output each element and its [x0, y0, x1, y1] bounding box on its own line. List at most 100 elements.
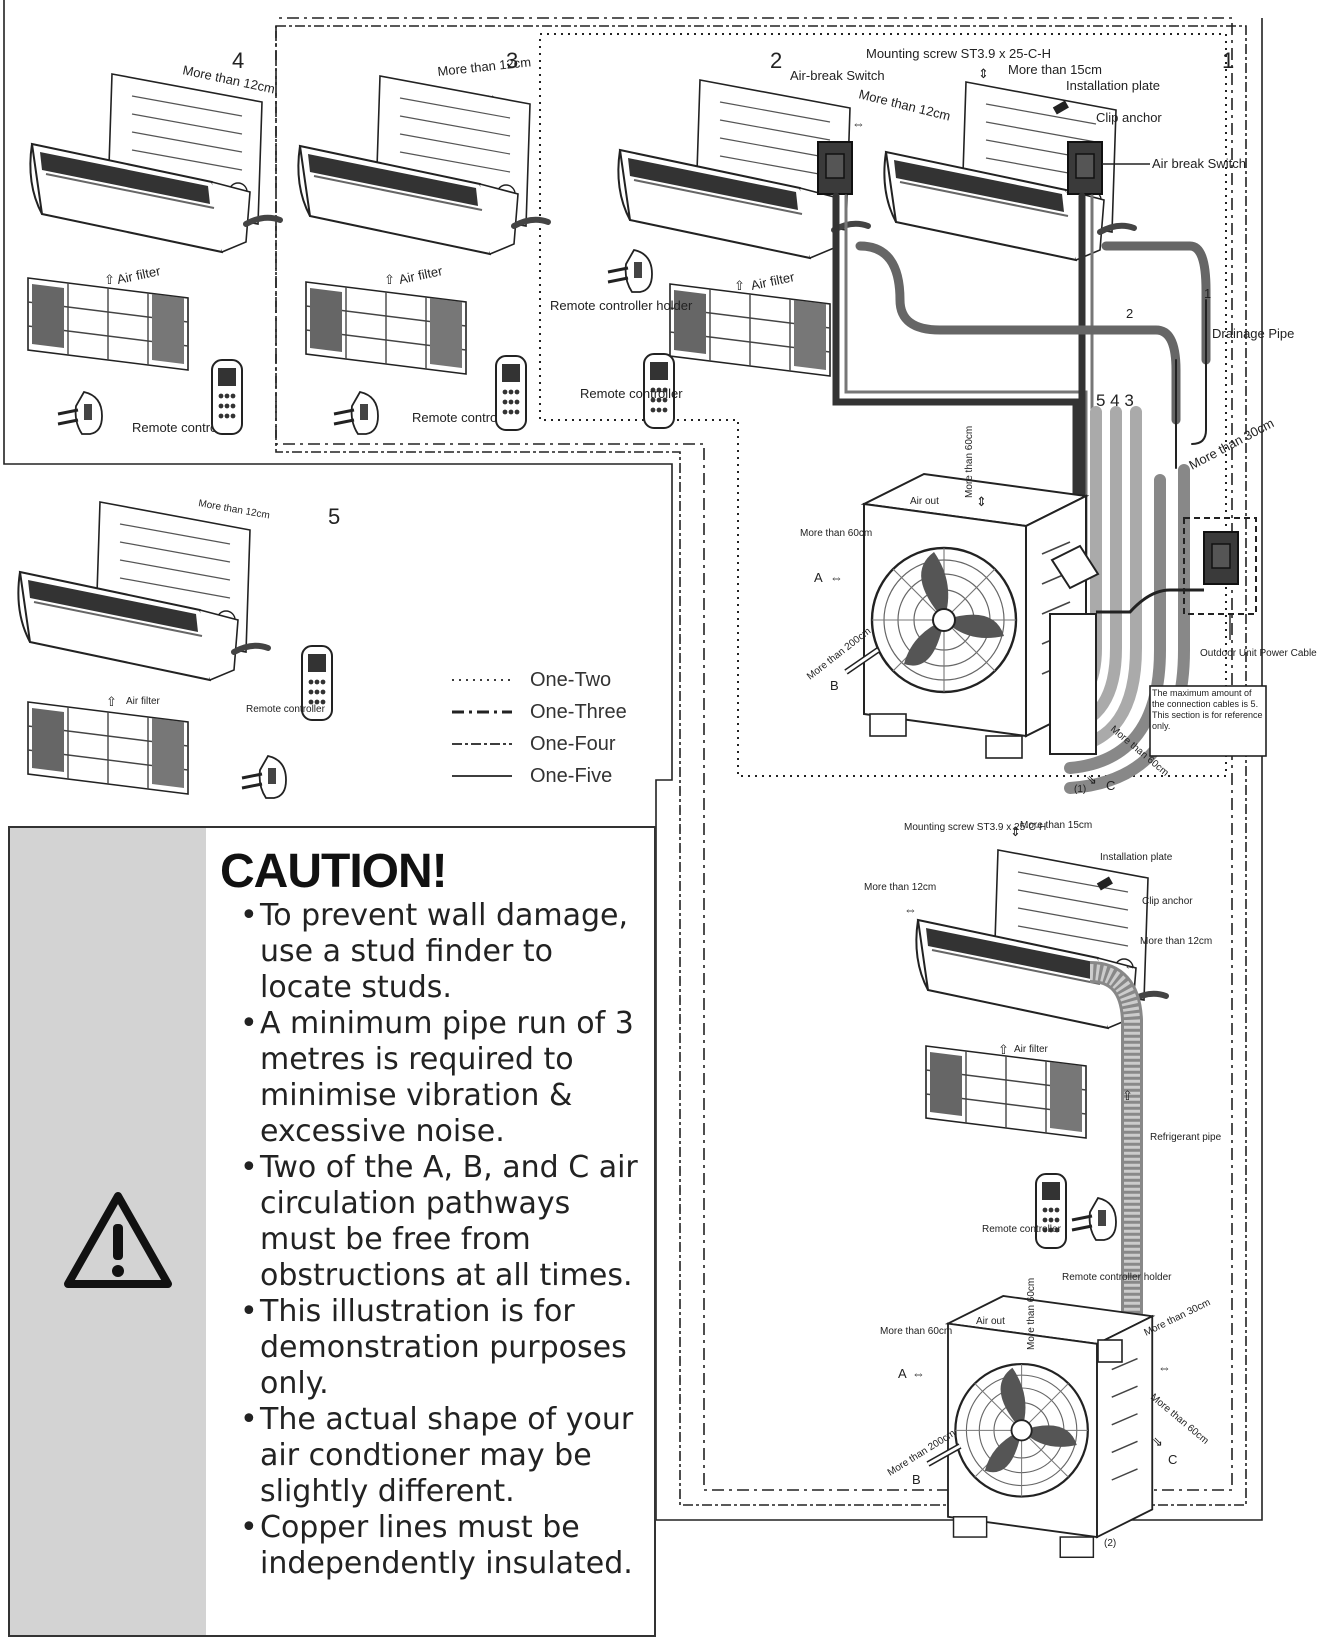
plate-label-2: Installation plate: [1100, 852, 1173, 863]
top-clearance-label-p1: More than 15cm: [1008, 62, 1102, 77]
air-filter-p2: [669, 283, 831, 377]
c-label-2: C: [1168, 1452, 1177, 1467]
panel-number-5: 5: [328, 504, 340, 529]
remote-holder-p4: [56, 390, 104, 436]
remote-holder-2: [1070, 1196, 1118, 1242]
caution-item: A minimum pipe run of 3 metres is requir…: [232, 1006, 652, 1150]
panel-number-1: 1: [1222, 48, 1234, 73]
diagonal-arrow-icon: ⇘: [1086, 772, 1097, 787]
caution-item: The actual shape of your air condtioner …: [232, 1402, 652, 1510]
a-clearance-label-2: More than 60cm: [880, 1326, 952, 1337]
remote-controller-p3: [495, 355, 527, 431]
indoor-unit-p4: [30, 74, 280, 252]
panel-number-3: 3: [506, 48, 518, 73]
remote-holder-p3: [332, 390, 380, 436]
plate-label-p1: Installation plate: [1066, 78, 1160, 93]
air-filter-p3: [305, 281, 467, 375]
remote-holder-p5: [240, 754, 288, 800]
outdoor-power-cable: Outdoor Unit Power Cable The maximum amo…: [1096, 517, 1317, 757]
warning-icon: [64, 1192, 172, 1288]
pipe-stack-label: 5 4 3: [1096, 391, 1134, 410]
remote-label-p4: Remote controller: [132, 420, 235, 435]
top-clearance-label-2b: More than 60cm: [1026, 1278, 1037, 1350]
b-label-1: B: [830, 678, 839, 693]
air-break-switch-p2: [817, 141, 853, 195]
air-filter-label-p3: Air filter: [398, 263, 445, 287]
remote-holder-p2: [606, 248, 654, 294]
panel-number-4: 4: [232, 48, 244, 73]
clearance-label-p5: More than 12cm: [197, 498, 270, 521]
double-arrow-icon: ⇔: [830, 570, 843, 585]
outdoor-label-2: (2): [1104, 1538, 1116, 1549]
caution-item: Two of the A, B, and C air circulation p…: [232, 1150, 652, 1294]
outdoor-unit-2: Air out More than 60cm More than 60cm A …: [880, 1278, 1212, 1559]
outdoor-label-1: (1): [1074, 784, 1086, 795]
vertical-arrow-icon: ⇕: [978, 66, 989, 81]
panel-1: 1 Mounting screw ST3.9 x 25-C-H More tha…: [857, 46, 1246, 260]
vertical-arrow-icon: ⇕: [1010, 824, 1021, 839]
pipe-label-2: 2: [1126, 306, 1133, 321]
panel-3: 3 More than 12cm ⇔ ⇧ Air filter Remote c…: [298, 48, 548, 436]
boundary-one-four: [275, 25, 1247, 1506]
mounting-screw-label-p1: Mounting screw ST3.9 x 25-C-H: [866, 46, 1051, 61]
air-filter-p4: [27, 277, 189, 371]
up-arrow-icon: ⇧: [106, 694, 117, 709]
clip-label-p1: Clip anchor: [1096, 110, 1162, 125]
caution-item: Copper lines must be independently insul…: [232, 1510, 652, 1582]
remote-label-p3: Remote controller: [412, 410, 515, 425]
clip-anchor-icon: [1096, 876, 1113, 891]
air-out-label-2: Air out: [976, 1316, 1005, 1327]
a-label-1: A: [814, 570, 823, 585]
double-arrow-icon: ⇔: [1158, 1360, 1171, 1375]
side-panel: [1049, 613, 1097, 755]
holder-label-2: Remote controller holder: [1062, 1272, 1172, 1283]
clearance-label-p3: More than 12cm: [437, 54, 532, 79]
a-label-2: A: [898, 1366, 907, 1381]
air-break-switch-p1: [1067, 141, 1103, 195]
top-clearance-label-2: More than 15cm: [1020, 820, 1092, 831]
clip-anchor-icon: [1052, 100, 1069, 115]
boundary-one-five: [3, 0, 1263, 1521]
right-clearance-label-2: More than 12cm: [1140, 936, 1212, 947]
panel-5: 5 More than 12cm ⇔ ⇧ Air filter Remote c…: [18, 498, 340, 800]
double-arrow-icon: ⇔: [1124, 958, 1137, 973]
connection-cables-note: The maximum amount of the connection cab…: [1152, 688, 1263, 731]
panel-4: 4 More than 12cm ⇔ ⇧ Air filter Remote c…: [27, 48, 280, 436]
air-filter-label-p5: Air filter: [126, 696, 161, 707]
remote-label-2: Remote controller: [982, 1224, 1062, 1235]
double-arrow-icon: ⇔: [904, 902, 917, 917]
legend-label: One-Five: [530, 765, 612, 787]
caution-list: To prevent wall damage, use a stud finde…: [232, 898, 652, 1582]
air-filter-label-p4: Air filter: [116, 263, 163, 287]
mounting-screw-label-2: Mounting screw ST3.9 x 25-C-H: [904, 822, 1046, 833]
switch-label-p1: Air break Switch: [1152, 156, 1246, 171]
indoor-unit-2-group: Mounting screw ST3.9 x 25-C-H ⇕ More tha…: [864, 820, 1222, 1430]
vertical-arrow-icon: ⇕: [976, 494, 987, 509]
c-label-1: C: [1106, 778, 1115, 793]
remote-controller-2: [1035, 1173, 1067, 1249]
remote-label-p5: Remote controller: [246, 704, 326, 715]
top-clearance-label-1: More than 60cm: [964, 426, 975, 498]
legend-label: One-Two: [530, 669, 611, 691]
air-filter-p5: [27, 701, 189, 795]
air-filter-label-p2: Air filter: [750, 269, 797, 293]
caution-title: CAUTION!: [220, 845, 448, 898]
remote-controller-p4: [211, 359, 243, 435]
caution-box: CAUTION! To prevent wall damage, use a s…: [8, 826, 656, 1637]
up-arrow-icon: ⇧: [998, 1042, 1009, 1057]
drain-label: Drainage Pipe: [1212, 326, 1294, 341]
clip-label-2: Clip anchor: [1142, 896, 1193, 907]
clearance-label-p1: More than 12cm: [857, 86, 952, 123]
air-filter-2: [925, 1045, 1087, 1139]
double-arrow-icon: ⇔: [912, 1366, 925, 1381]
caution-sidebar: [10, 828, 206, 1635]
panel-number-2: 2: [770, 48, 782, 73]
up-arrow-icon: ⇧: [1122, 1088, 1133, 1103]
left-clearance-label-2: More than 12cm: [864, 882, 936, 893]
power-cable-label: Outdoor Unit Power Cable: [1200, 648, 1317, 659]
b-label-2: B: [912, 1472, 921, 1487]
indoor-unit-p3: [298, 76, 548, 254]
holder-label-p2: Remote controller holder: [550, 298, 693, 313]
